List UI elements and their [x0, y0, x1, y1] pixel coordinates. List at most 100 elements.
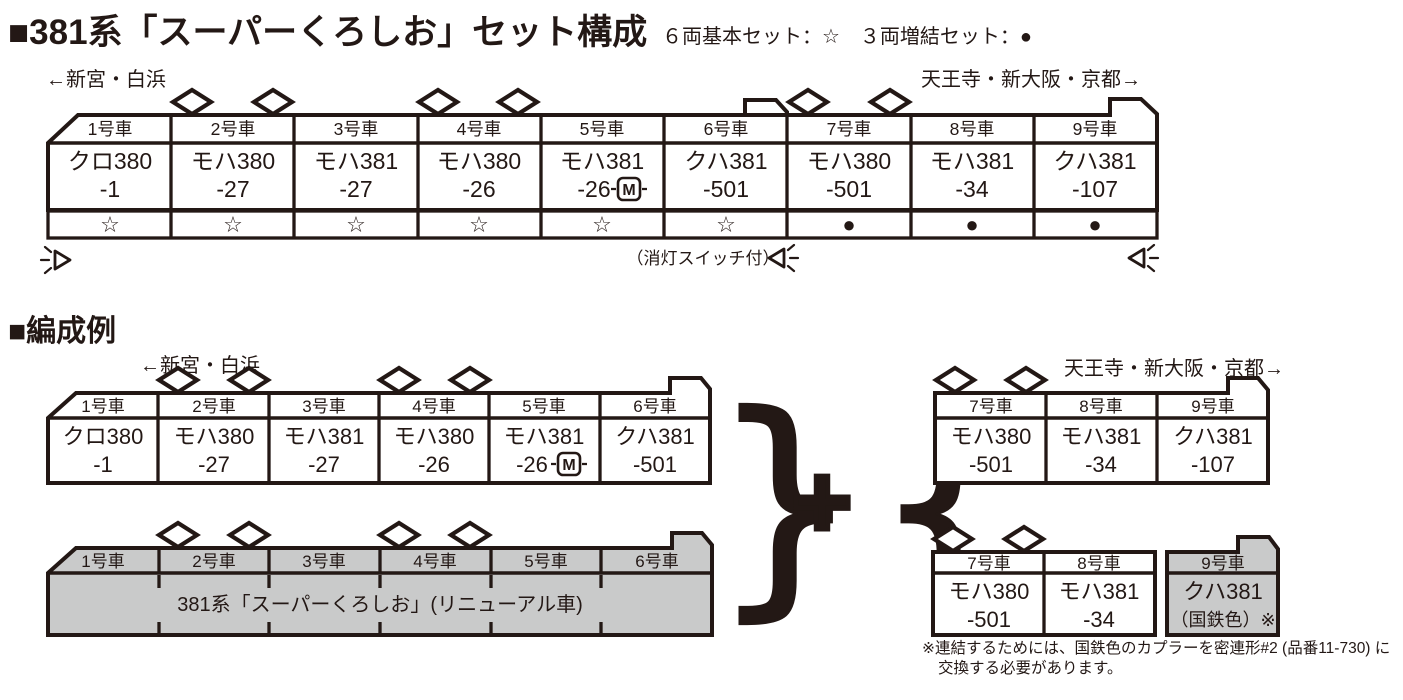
- car-type: モハ380: [951, 424, 1032, 449]
- direction-right-label: 天王寺・新大阪・京都→: [921, 69, 1141, 91]
- car-type: モハ381: [560, 148, 644, 174]
- set-mark: ☆: [716, 212, 736, 237]
- car-number-label: 3号車: [302, 397, 345, 416]
- car-type-number: -26: [418, 452, 450, 477]
- pantograph-icon: [785, 87, 831, 117]
- car-type: クロ380: [68, 148, 152, 174]
- car-type: クロ380: [63, 424, 144, 449]
- pantograph-icon: [376, 365, 422, 395]
- car-number-label: 6号車: [633, 397, 676, 416]
- car-type-number: -34: [955, 176, 988, 202]
- footnote-line: ※連結するためには、国鉄色のカプラーを密連形#2 (品番11-730) に: [922, 640, 1391, 657]
- car-type-number: -26: [577, 176, 610, 202]
- set-mark: ●: [1088, 212, 1101, 237]
- car-type-number: -501: [703, 176, 749, 202]
- car-type: モハ380: [174, 424, 255, 449]
- section1-title: ■381系「スーパーくろしお」セット構成: [8, 13, 648, 52]
- car-type-number: -27: [198, 452, 230, 477]
- car-number-label: 5号車: [522, 397, 565, 416]
- car9-outline: [1165, 535, 1280, 637]
- car-number-label: 3号車: [302, 552, 345, 571]
- pantograph-icon: [169, 87, 215, 117]
- car-number-label: 1号車: [81, 397, 124, 416]
- pantograph-icon: [155, 365, 201, 395]
- car-type-number: -1: [93, 452, 113, 477]
- car-number-label: 9号車: [1201, 554, 1244, 573]
- car-type-number: -107: [1072, 176, 1118, 202]
- pantograph-icons: [932, 365, 1049, 395]
- headlight-icon: [1127, 243, 1160, 273]
- pantograph-icon: [226, 365, 272, 395]
- set-mark: ●: [842, 212, 855, 237]
- car-type-number: -27: [308, 452, 340, 477]
- direction-right-label: 天王寺・新大阪・京都→: [1064, 358, 1284, 380]
- pantograph-icon: [447, 520, 493, 550]
- addon-alt-diagram: 7号車 8号車 9号車 モハ380 -501 モハ381 -34 クハ381 （…: [930, 524, 1280, 637]
- motor-mark: M: [562, 457, 575, 474]
- car-type: クハ381: [615, 424, 695, 449]
- car-number-label: 4号車: [413, 552, 456, 571]
- car-number-label: 8号車: [1079, 397, 1122, 416]
- car-number-label: 2号車: [192, 552, 235, 571]
- headlight-icon: [767, 243, 800, 273]
- car-number-label: 9号車: [1191, 397, 1234, 416]
- car-dividers: [1044, 393, 1159, 483]
- light-switch-note: （消灯スイッチ付）: [627, 249, 780, 268]
- set-mark: ☆: [469, 212, 489, 237]
- motor-icon: [616, 176, 642, 202]
- car-number-label: 2号車: [192, 397, 235, 416]
- pantograph-icon: [415, 87, 461, 117]
- car-number-label: 3号車: [334, 119, 379, 139]
- set-mark: ●: [965, 212, 978, 237]
- section2-title: ■編成例: [8, 315, 117, 348]
- car-type-number: -1: [100, 176, 120, 202]
- car-type-number: -34: [1085, 452, 1117, 477]
- car-type-number: -501: [633, 452, 677, 477]
- renewal-set-diagram: 1号車 2号車 3号車 4号車 5号車 6号車 381系「スーパーくろしお」(リ…: [46, 520, 714, 637]
- train-body-fill: [48, 99, 1157, 210]
- headlight-icon: [39, 245, 72, 275]
- car-type: モハ381: [1059, 579, 1140, 604]
- car-type: モハ380: [807, 148, 891, 174]
- car-number-label: 8号車: [1077, 554, 1120, 573]
- car-type: モハ380: [437, 148, 521, 174]
- car-number-label: 6号車: [635, 552, 678, 571]
- car-number-label: 1号車: [81, 552, 124, 571]
- car-type-number: -501: [826, 176, 872, 202]
- car-type-number: -501: [969, 452, 1013, 477]
- pantograph-icon: [447, 365, 493, 395]
- pantograph-icon: [930, 524, 976, 554]
- pantograph-icon: [932, 365, 978, 395]
- motor-mark: M: [622, 182, 635, 199]
- formation-diagram: 1号車 2号車 3号車 4号車 5号車 6号車 7号車 8号車 9号車 クロ38…: [39, 87, 1160, 275]
- pantograph-icons: [930, 524, 1047, 554]
- car-number-label: 4号車: [457, 119, 502, 139]
- set-mark: ☆: [346, 212, 366, 237]
- set-mark: ☆: [100, 212, 120, 237]
- car-type: クハ381: [684, 148, 767, 174]
- pantograph-icon: [155, 520, 201, 550]
- car-dividers: [156, 393, 602, 483]
- pantograph-icon: [495, 87, 541, 117]
- pantograph-icon: [1003, 365, 1049, 395]
- car-number-label: 2号車: [211, 119, 256, 139]
- car-type-number: （国鉄色）※: [1170, 610, 1275, 630]
- car-dividers: [169, 115, 1036, 210]
- addon-set-diagram: 7号車 8号車 9号車 モハ380 -501 モハ381 -34 クハ381 -…: [932, 365, 1270, 485]
- set-mark: ☆: [592, 212, 612, 237]
- pantograph-icons: [169, 87, 913, 117]
- car-number-label: 5号車: [524, 552, 567, 571]
- pantograph-icons: [155, 520, 493, 550]
- car-number-label: 7号車: [827, 119, 872, 139]
- car-type-number: -27: [216, 176, 249, 202]
- car-type: モハ381: [314, 148, 398, 174]
- car-type-number: -107: [1191, 452, 1235, 477]
- car-type-number: -26: [462, 176, 495, 202]
- car-type: モハ380: [191, 148, 275, 174]
- car-type: モハ381: [284, 424, 365, 449]
- set-mark: ☆: [223, 212, 243, 237]
- pantograph-icon: [376, 520, 422, 550]
- car-type: クハ381: [1183, 579, 1263, 604]
- car-number-label: 9号車: [1073, 119, 1118, 139]
